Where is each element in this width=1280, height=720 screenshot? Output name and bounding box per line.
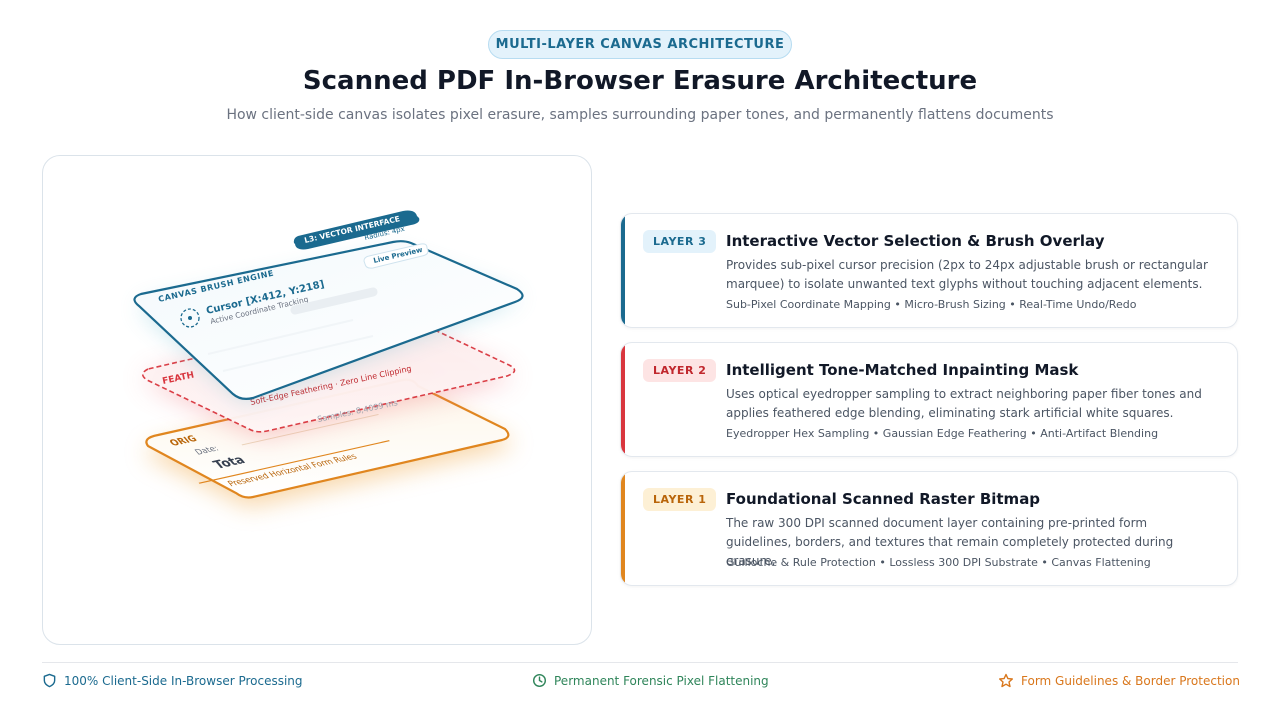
layer-1-badge: LAYER 1 bbox=[643, 488, 717, 511]
footer-form-protection-label: Form Guidelines & Border Protection bbox=[1021, 674, 1240, 688]
layer-stack-visual: ORIG Date: Tota Preserved Horizontal For… bbox=[42, 155, 592, 645]
layer-2-card: LAYER 2 Intelligent Tone-Matched Inpaint… bbox=[620, 342, 1238, 457]
layer-3-card: LAYER 3 Interactive Vector Selection & B… bbox=[620, 213, 1238, 328]
layer-2-description: Uses optical eyedropper sampling to extr… bbox=[726, 387, 1202, 420]
layer-2-badge: LAYER 2 bbox=[643, 359, 717, 382]
footer-divider bbox=[42, 662, 1238, 663]
crosshair-icon bbox=[180, 308, 200, 328]
base-layer-field-total: Tota bbox=[210, 454, 248, 472]
layer-stack-illustration: ORIG Date: Tota Preserved Horizontal For… bbox=[133, 210, 524, 507]
footer-form-protection: Form Guidelines & Border Protection bbox=[998, 673, 1240, 689]
footer-client-side: 100% Client-Side In-Browser Processing bbox=[42, 673, 303, 688]
inpainting-mask-layer: FEATH Samples: 8,4099 ms Soft-Edge Feath… bbox=[141, 312, 516, 436]
footer-flattening: Permanent Forensic Pixel Flattening bbox=[532, 673, 769, 688]
layer-2-title: Intelligent Tone-Matched Inpainting Mask bbox=[726, 361, 1079, 379]
footer-flattening-label: Permanent Forensic Pixel Flattening bbox=[554, 673, 769, 688]
base-layer-field-date: Date: bbox=[193, 444, 221, 457]
layer-1-tags: Guilloche & Rule Protection • Lossless 3… bbox=[726, 556, 1151, 569]
layer-1-card: LAYER 1 Foundational Scanned Raster Bitm… bbox=[620, 471, 1238, 586]
section-pill: MULTI-LAYER CANVAS ARCHITECTURE bbox=[488, 30, 792, 59]
layer-1-accent-bar bbox=[621, 472, 625, 585]
page-title: Scanned PDF In-Browser Erasure Architect… bbox=[302, 66, 978, 96]
layer-3-tags: Sub-Pixel Coordinate Mapping • Micro-Bru… bbox=[726, 298, 1137, 311]
footer-client-side-label: 100% Client-Side In-Browser Processing bbox=[64, 673, 303, 688]
layer-3-title: Interactive Vector Selection & Brush Ove… bbox=[726, 232, 1105, 250]
layer-3-badge: LAYER 3 bbox=[643, 230, 717, 253]
layer-1-description: The raw 300 DPI scanned document layer c… bbox=[726, 516, 1174, 568]
star-icon bbox=[999, 673, 1013, 688]
layer-3-accent-bar bbox=[621, 214, 625, 327]
clock-icon bbox=[532, 673, 547, 688]
layer-2-tags: Eyedropper Hex Sampling • Gaussian Edge … bbox=[726, 427, 1159, 440]
layer-1-title: Foundational Scanned Raster Bitmap bbox=[726, 490, 1041, 508]
layer-2-accent-bar bbox=[621, 343, 625, 456]
page-subtitle: How client-side canvas isolates pixel er… bbox=[226, 107, 1054, 123]
layer-3-description: Provides sub-pixel cursor precision (2px… bbox=[726, 258, 1208, 291]
vector-interface-layer: L3: VECTOR INTERFACE CANVAS BRUSH ENGINE… bbox=[133, 210, 524, 401]
shield-icon bbox=[43, 673, 56, 688]
base-raster-layer: ORIG Date: Tota Preserved Horizontal For… bbox=[145, 378, 512, 507]
